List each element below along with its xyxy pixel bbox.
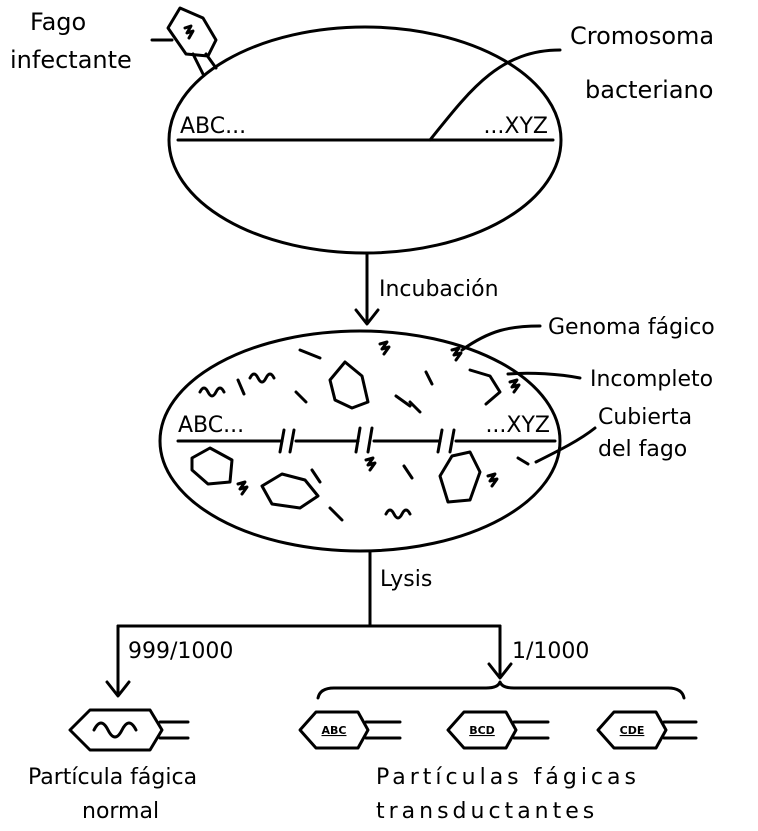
- phage-label-line2: infectante: [10, 46, 132, 74]
- phage-genome-icon: [488, 474, 497, 486]
- transducing-particle-tail-icon: [366, 722, 400, 738]
- particle-2-genes: BCD: [469, 724, 495, 737]
- transducing-bracket: [318, 682, 684, 698]
- phage-dna-icon: [185, 26, 193, 38]
- normal-label-line2: normal: [82, 799, 159, 824]
- incubation-step: Incubación: [356, 254, 499, 324]
- chromosome-annotation: Cromosoma bacteriano: [430, 22, 714, 140]
- transducing-label-line2: transductantes: [376, 799, 598, 824]
- lysis-label: Lysis: [380, 567, 432, 592]
- normal-particle-head-icon: [70, 710, 162, 750]
- middle-left-genes: ABC...: [178, 413, 244, 438]
- phage-label-line1: Fago: [30, 8, 86, 36]
- phage-genome-icon: [200, 388, 224, 396]
- phage-genome-icon: [366, 458, 375, 470]
- particle-1-genes: ABC: [322, 724, 347, 737]
- middle-bacterial-cell: ABC... ...XYZ: [160, 331, 560, 551]
- genome-pointer-line: [462, 326, 540, 350]
- top-right-genes: ...XYZ: [483, 114, 548, 139]
- incomplete-coat-icon: [470, 370, 500, 404]
- phage-coat-icon: [440, 452, 480, 502]
- transducing-particle-1: ABC: [300, 712, 400, 748]
- coat-label-line1: Cubierta: [598, 405, 692, 430]
- phage-coat-icon: [330, 362, 368, 408]
- normal-particle-dna-icon: [94, 723, 136, 737]
- phage-coat-icon: [192, 448, 232, 484]
- phage-genome-icon: [386, 510, 410, 518]
- phage-coat-icon: [262, 474, 318, 508]
- phage-genome-icon: [452, 348, 461, 360]
- phage-genome-icon: [238, 482, 247, 494]
- transducing-particle-tail-icon: [514, 722, 548, 738]
- phage-genome-icon: [510, 380, 519, 392]
- particle-3-genes: CDE: [620, 724, 645, 737]
- incubation-label: Incubación: [379, 277, 499, 302]
- incomplete-label: Incompleto: [590, 367, 713, 392]
- top-left-genes: ABC...: [180, 114, 246, 139]
- normal-particle: Partícula fágica normal: [28, 710, 197, 824]
- transducing-particle-tail-icon: [664, 722, 696, 738]
- right-ratio: 1/1000: [512, 639, 589, 664]
- left-ratio: 999/1000: [128, 639, 233, 664]
- top-bacterial-cell: ABC... ...XYZ: [169, 27, 561, 253]
- transducing-particle-3: CDE: [598, 712, 696, 748]
- chromosome-label-line2: bacteriano: [585, 76, 713, 104]
- phage-genome-icon: [250, 374, 274, 382]
- chromosome-label-line1: Cromosoma: [570, 22, 714, 50]
- phage-genome-icon: [380, 342, 389, 354]
- lysis-step: Lysis 999/1000 1/1000: [107, 552, 589, 696]
- coat-label-line2: del fago: [598, 437, 687, 462]
- transducing-label-line1: Partículas fágicas: [376, 765, 640, 790]
- genome-label: Genoma fágico: [548, 315, 715, 340]
- transducing-particle-2: BCD: [448, 712, 548, 748]
- infecting-phage: Fago infectante: [10, 8, 216, 74]
- middle-right-genes: ...XYZ: [485, 413, 550, 438]
- normal-particle-tail-icon: [160, 722, 188, 738]
- normal-label-line1: Partícula fágica: [28, 765, 197, 790]
